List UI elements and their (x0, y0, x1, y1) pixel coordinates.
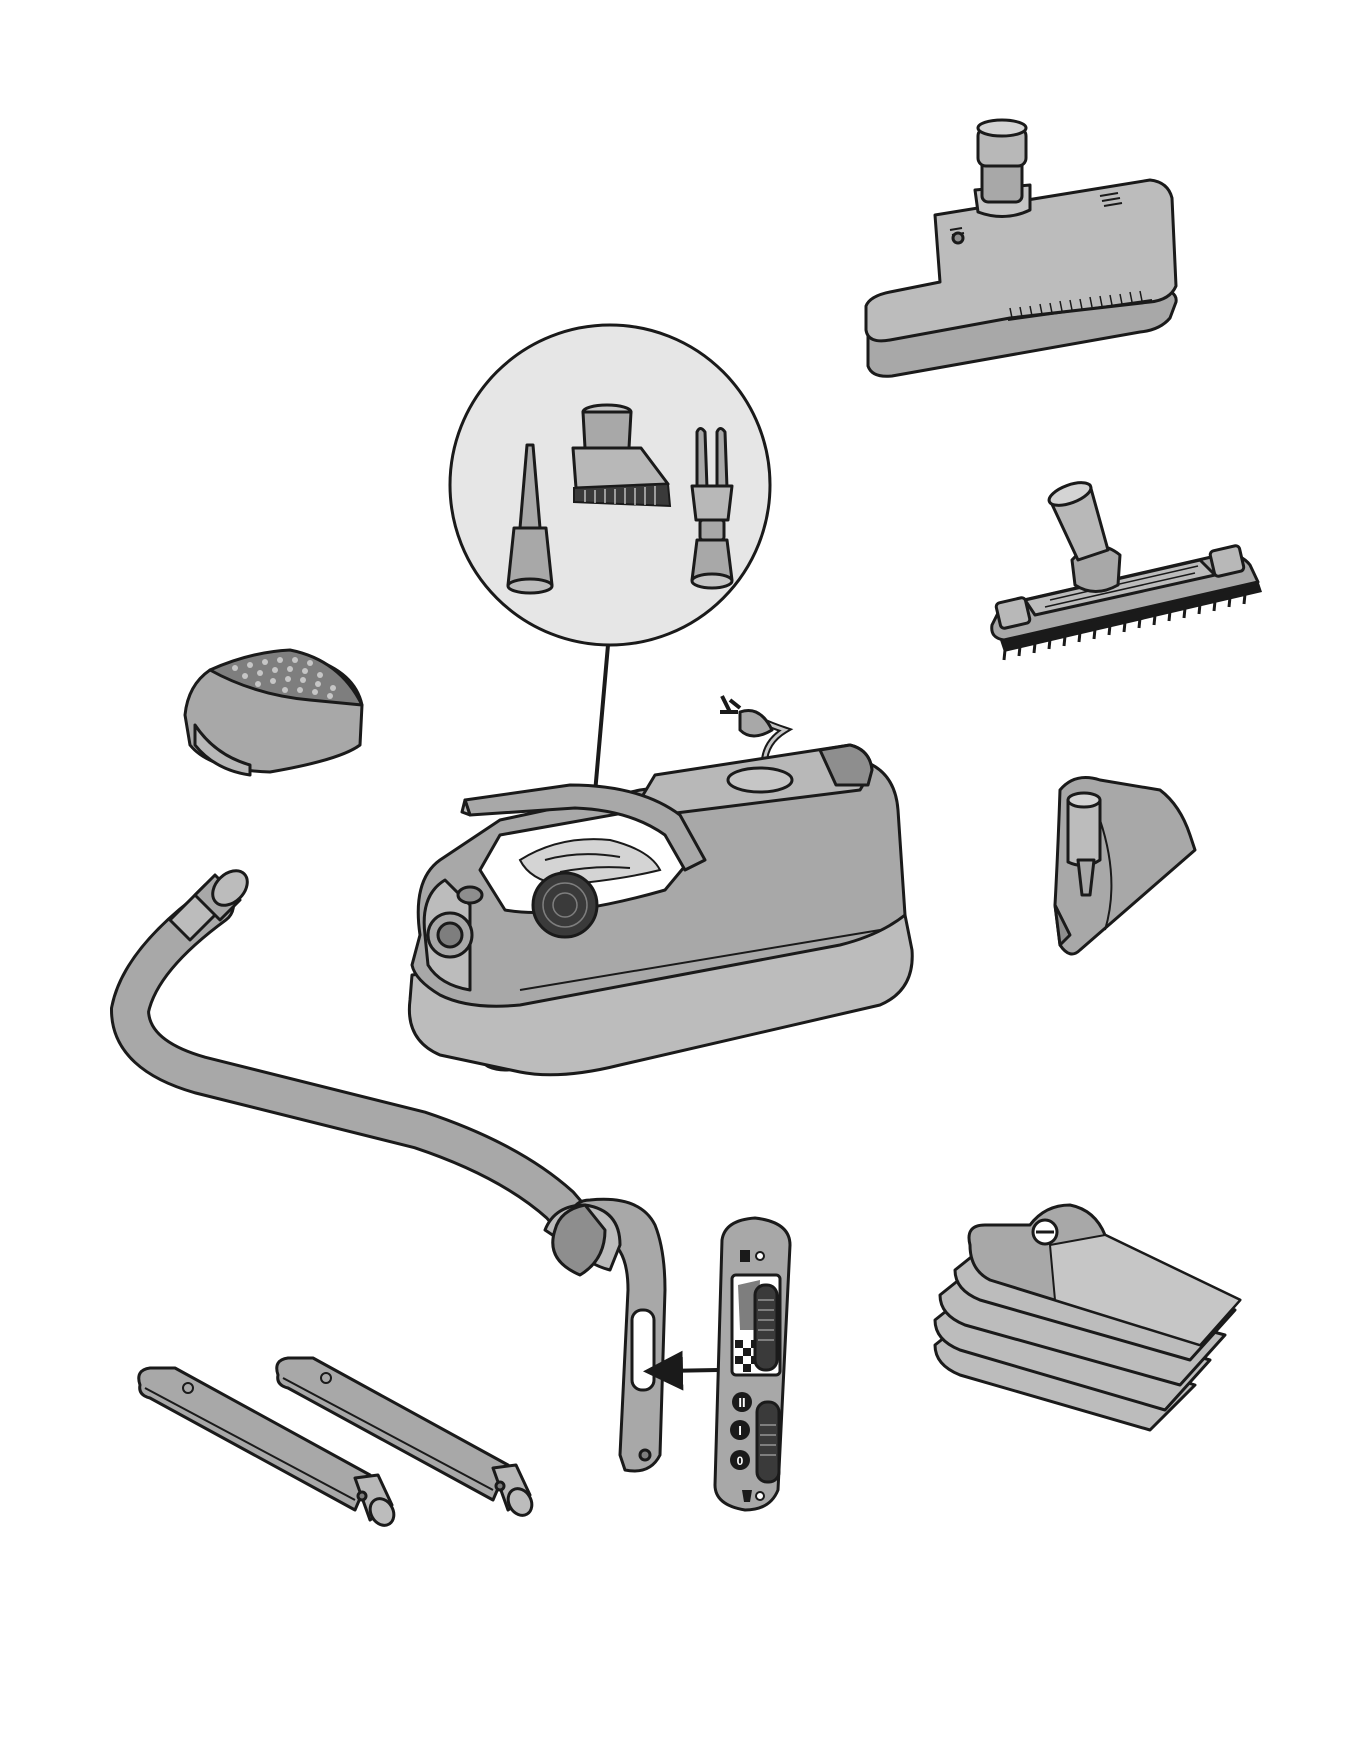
power-nozzle-icon (866, 120, 1176, 376)
setting-label-high: II (738, 1395, 745, 1410)
dust-bag-icon (935, 1205, 1240, 1430)
wand-tube-right (277, 1358, 537, 1520)
hose-handle-icon (545, 1199, 665, 1471)
handle-control-icon: II I 0 (715, 1218, 790, 1510)
setting-label-off: 0 (737, 1454, 744, 1468)
parquet-brush-icon (1055, 778, 1195, 954)
wand-tube-icon (139, 1358, 537, 1530)
exhaust-filter-icon (185, 650, 362, 775)
turbo-brush-icon (992, 478, 1262, 660)
setting-label-low: I (738, 1423, 742, 1438)
canister-vacuum-icon (409, 696, 912, 1075)
